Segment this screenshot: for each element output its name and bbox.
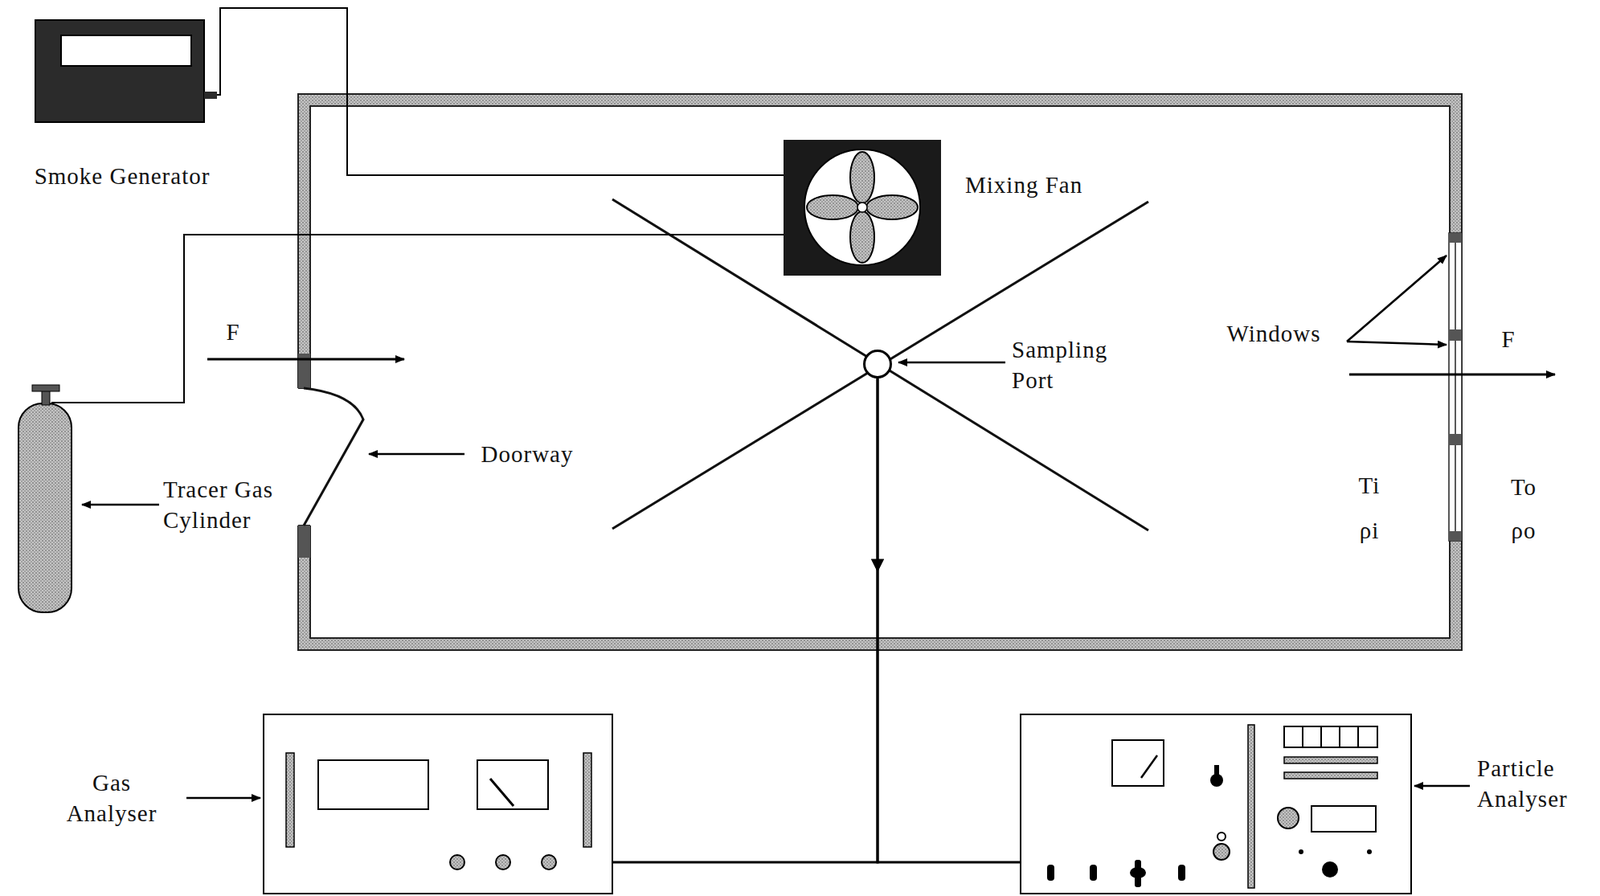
density-label: ρi — [1359, 516, 1380, 545]
connector — [216, 8, 784, 176]
gas-cylinder-box: Tracer Gas Cylinder — [18, 384, 72, 613]
flow-label: F — [225, 318, 240, 346]
temperature-label: Ti — [1358, 471, 1381, 500]
particle-analyser — [1020, 714, 1412, 894]
leader-arrows — [81, 255, 1555, 798]
arrowhead — [871, 559, 884, 573]
sampling-port-circle: Sampling Port — [863, 349, 893, 379]
node-label: Gas Analyser — [47, 767, 176, 829]
windows-label: Windows — [1227, 319, 1322, 348]
gas-analyser — [263, 714, 613, 894]
connector — [51, 234, 784, 403]
mixing-fan-box: Mixing Fan — [783, 139, 942, 276]
connector-line — [612, 378, 878, 863]
node-label: Particle Analyser — [1477, 752, 1598, 815]
room-walls — [295, 94, 1462, 651]
mixing-fan — [783, 139, 942, 276]
connector-line — [216, 8, 784, 176]
smoke-generator — [35, 20, 217, 123]
density-label: ρo — [1511, 516, 1537, 545]
connector — [612, 378, 884, 863]
node-label: Smoke Generator — [34, 160, 211, 192]
windows — [1448, 233, 1462, 541]
smoke-generator-box: Smoke Generator — [35, 20, 217, 123]
gas-cylinder — [18, 384, 72, 613]
connector-line — [51, 234, 784, 403]
arrowhead — [871, 559, 884, 573]
flow-label: F — [1501, 325, 1515, 353]
gas-analyser-box: Gas Analyser — [263, 714, 613, 894]
node-label: Tracer Gas Cylinder — [163, 474, 296, 536]
temperature-label: To — [1510, 473, 1537, 501]
node-label: Mixing Fan — [965, 169, 1083, 201]
doorway-label: Doorway — [481, 440, 574, 468]
particle-analyser-box: Particle Analyser — [1020, 714, 1412, 894]
node-label: Sampling Port — [1011, 334, 1149, 396]
connector-line — [877, 378, 1021, 863]
connector — [871, 378, 1021, 863]
